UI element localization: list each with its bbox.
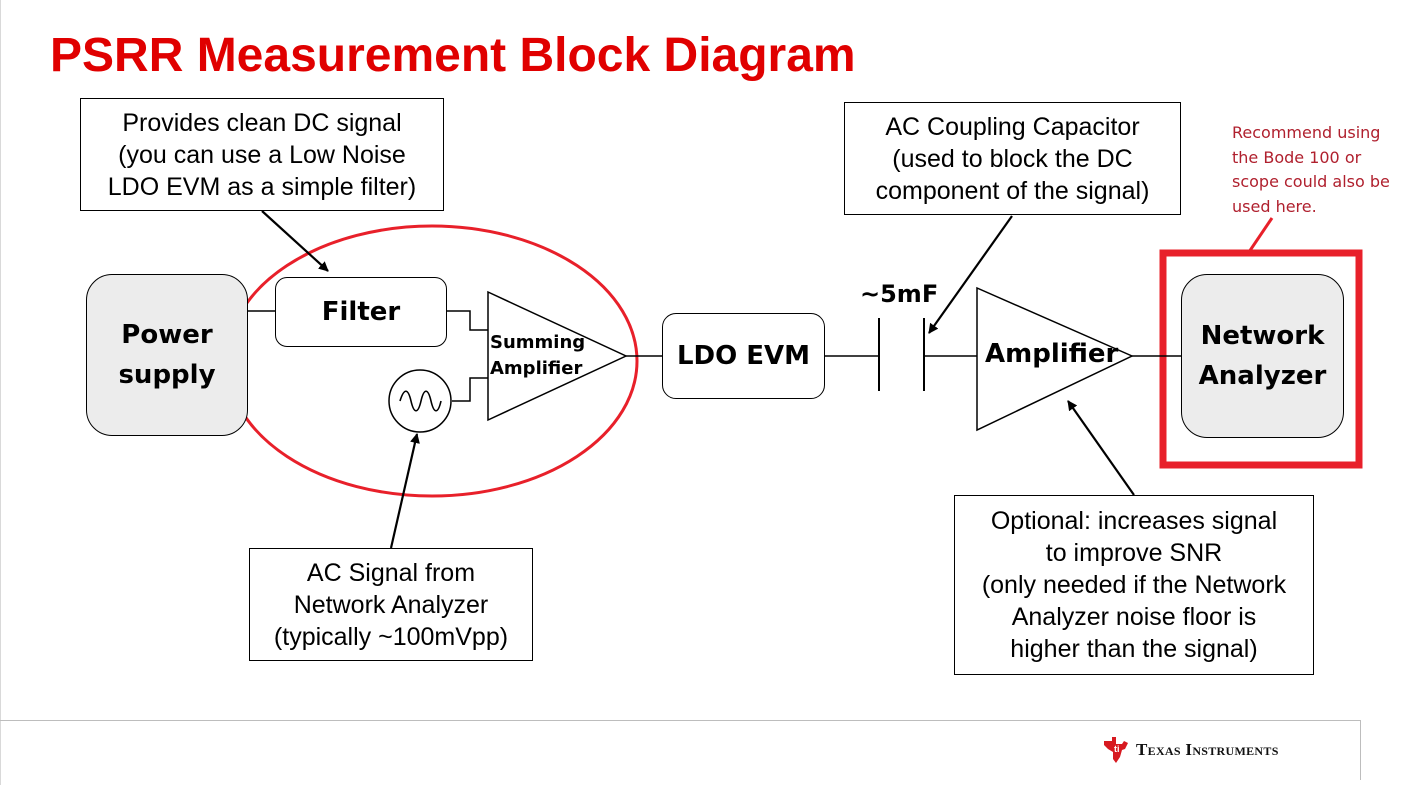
recommend-note: Recommend using the Bode 100 or scope co… bbox=[1232, 121, 1402, 219]
network-analyzer-label: Analyzer bbox=[1198, 361, 1327, 391]
ac-source-shape bbox=[388, 369, 452, 433]
summing-amplifier-label-line: Summing bbox=[490, 332, 586, 353]
ldo-evm-label: LDO EVM bbox=[676, 341, 811, 371]
filter-note-line: (you can use a Low Noise bbox=[118, 140, 406, 169]
capacitor-note-callout: AC Coupling Capacitor (used to block the… bbox=[844, 102, 1181, 215]
ac-signal-note-line: AC Signal from bbox=[306, 558, 476, 587]
amplifier-shape bbox=[976, 286, 1134, 432]
amplifier-note-line: Analyzer noise floor is bbox=[1011, 603, 1257, 631]
summing-amplifier-label-line: Amplifier bbox=[490, 358, 583, 379]
filter-note-line: LDO EVM as a simple filter) bbox=[107, 172, 417, 201]
filter-label: Filter bbox=[321, 297, 401, 327]
network-analyzer-label: Network bbox=[1200, 321, 1325, 351]
amplifier-label: Amplifier bbox=[985, 339, 1119, 369]
ldo-evm-block: LDO EVM bbox=[662, 313, 825, 399]
amplifier-note-line: higher than the signal) bbox=[1010, 635, 1258, 663]
recommend-note-line: used here. bbox=[1232, 196, 1317, 216]
footer-divider bbox=[0, 720, 1360, 721]
svg-text:ti: ti bbox=[1114, 744, 1120, 754]
footer-divider-vertical bbox=[1360, 720, 1361, 780]
recommend-note-line: Recommend using bbox=[1232, 123, 1381, 142]
capacitor-note-line: AC Coupling Capacitor bbox=[885, 112, 1140, 141]
filter-note-line: Provides clean DC signal bbox=[122, 108, 402, 137]
amplifier-note-line: (only needed if the Network bbox=[981, 571, 1287, 599]
slide-edge bbox=[0, 0, 1, 785]
filter-block: Filter bbox=[275, 277, 447, 347]
capacitor-value-label: ~5mF bbox=[860, 280, 939, 308]
company-name: Texas Instruments bbox=[1136, 740, 1279, 759]
ti-logo-icon: ti bbox=[1104, 737, 1128, 763]
sine-wave-icon bbox=[399, 390, 442, 412]
ac-signal-note-line: (typically ~100mVpp) bbox=[273, 622, 509, 651]
power-supply-label: Power bbox=[121, 320, 213, 350]
power-supply-label: supply bbox=[118, 360, 216, 390]
footer-logo: ti Texas Instruments bbox=[1100, 735, 1279, 765]
recommend-note-line: scope could also be bbox=[1232, 172, 1390, 191]
capacitor-note-line: component of the signal) bbox=[875, 176, 1150, 205]
ac-signal-note-line: Network Analyzer bbox=[293, 590, 489, 619]
capacitor-note-line: (used to block the DC bbox=[892, 144, 1133, 173]
highlight-rect bbox=[1159, 249, 1363, 469]
filter-note-callout: Provides clean DC signal (you can use a … bbox=[80, 98, 444, 211]
summing-amplifier-shape bbox=[487, 290, 628, 422]
network-analyzer-block: Network Analyzer bbox=[1181, 274, 1344, 438]
summing-amplifier-label: Summing Amplifier bbox=[490, 330, 585, 382]
page-title: PSRR Measurement Block Diagram bbox=[50, 29, 856, 82]
ac-signal-note-callout: AC Signal from Network Analyzer (typical… bbox=[249, 548, 533, 661]
recommend-note-line: the Bode 100 or bbox=[1232, 147, 1362, 167]
amplifier-note-callout: Optional: increases signal to improve SN… bbox=[954, 495, 1314, 675]
power-supply-block: Power supply bbox=[86, 274, 248, 436]
amplifier-note-line: to improve SNR bbox=[1045, 539, 1223, 567]
amplifier-note-line: Optional: increases signal bbox=[990, 507, 1278, 535]
